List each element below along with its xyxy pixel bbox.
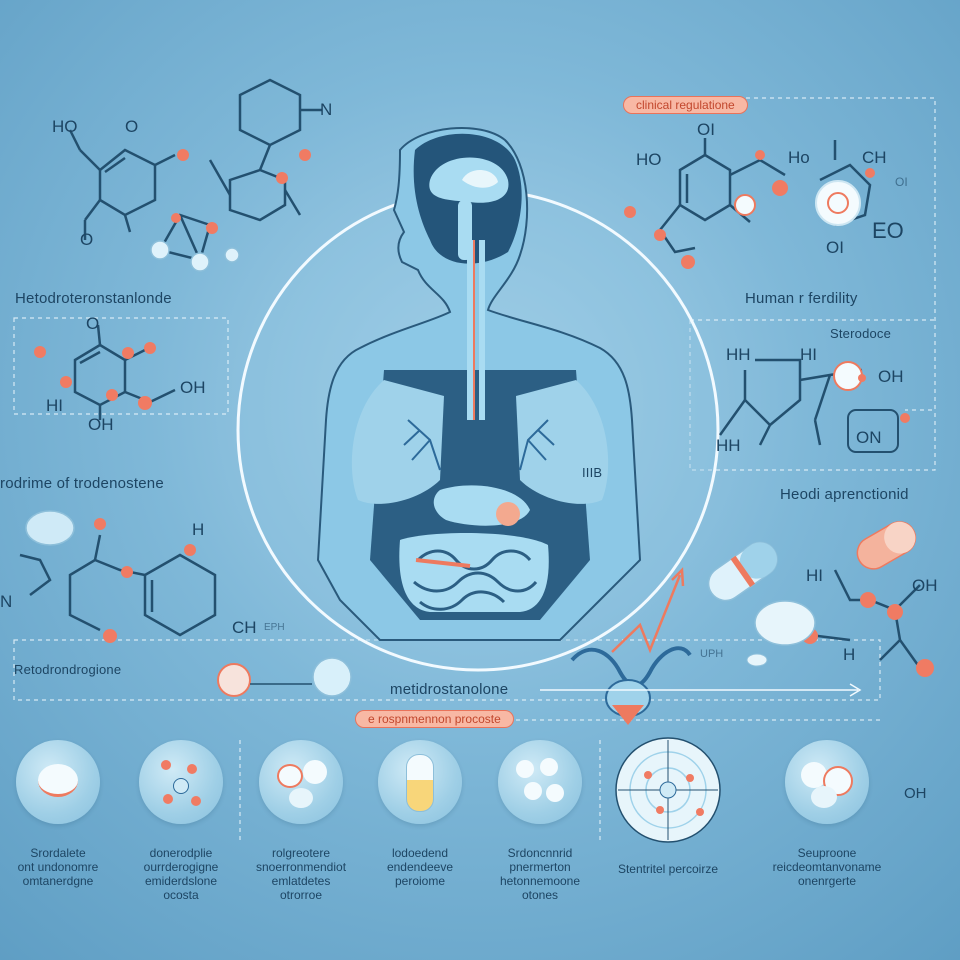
right-heading-steroid: Sterodoce (830, 326, 892, 341)
bottom-text-line: ont undonomre (17, 860, 99, 874)
atom-label: OH (912, 576, 938, 595)
bottom-text-line: lodoedend (391, 846, 449, 860)
atom-label: UPH (700, 648, 724, 660)
atom-label: O (125, 117, 139, 136)
bottom-item-7: Seuproone reicdeomtanvoname onenrgerte (772, 740, 882, 888)
left-mid-heading: rodrime of trodenostene (0, 475, 164, 492)
bottom-item-5: Srdoncnnrid pnermerton hetonnemoone oton… (485, 740, 595, 902)
process-badge: e rospnmennon procoste (355, 710, 514, 728)
atom-label: N (320, 100, 333, 119)
atom-label: HI (806, 566, 823, 585)
bottom-text-line: ourrderogigne (143, 860, 219, 874)
bottom-text-line: hetonnemoone (499, 874, 581, 888)
atom-label: OH (904, 785, 927, 802)
bottom-icon-5 (498, 740, 582, 824)
bottom-text-line: otrorroe (279, 888, 323, 902)
atom-label: HH (716, 436, 741, 455)
bottom-text-line: Srordalete (30, 846, 86, 860)
atom-label: EO (872, 218, 904, 243)
atom-label: HI (800, 345, 817, 364)
center-side-note: IIIB (582, 465, 603, 480)
bottom-text-line: Seuproone (797, 846, 857, 860)
bottom-text-line: peroiome (394, 874, 446, 888)
atom-label: O (86, 314, 100, 333)
atom-label: CH (232, 618, 257, 637)
bottom-icon-3 (259, 740, 343, 824)
bottom-text-line: omtanerdgne (22, 874, 94, 888)
molecule-mid-left (73, 324, 176, 420)
top-left-heading: Hetodroteronstanlonde (15, 290, 172, 307)
receptor-figure (570, 646, 692, 725)
right-heading-fertility: Human r ferdility (745, 290, 858, 307)
left-low-heading: Retodrondrogione (14, 662, 122, 677)
atom-label: OI (895, 175, 908, 189)
atom-label: CH (862, 148, 887, 167)
bottom-text-line: reicdeomtanvoname (772, 860, 882, 874)
bottom-icon-1 (16, 740, 100, 824)
atom-label: O (80, 230, 94, 249)
bottom-text-line: ocosta (163, 888, 199, 902)
atom-label: HO (636, 150, 662, 169)
bottom-text-line: endendeeve (386, 860, 454, 874)
bottom-item-4: lodoedend endendeeve peroiome (365, 740, 475, 888)
bottom-icon-7 (785, 740, 869, 824)
atom-label: HO (52, 117, 78, 136)
bottom-text-line: snoerronmendiot (255, 860, 347, 874)
bottom-text-line: emiderdslone (144, 874, 218, 888)
atom-label: OI (826, 238, 844, 257)
clinical-badge: clinical regulatione (623, 96, 748, 114)
bottom-text-line: donerodplie (149, 846, 213, 860)
bottom-icon-4 (378, 740, 462, 824)
atom-label: N (0, 592, 13, 611)
bottom-text-line: rolgreotere (271, 846, 331, 860)
bottom-item-6: Stentritel percoirze (613, 862, 723, 876)
atom-label: OH (88, 415, 114, 434)
atom-label: OH (878, 367, 904, 386)
molecule-top-right (658, 138, 872, 254)
atom-label: H (192, 520, 205, 539)
bottom-text-line: otones (521, 888, 559, 902)
atom-label: HH (726, 345, 751, 364)
bottom-text-line: Srdoncnnrid (507, 846, 573, 860)
capsule-group (707, 521, 917, 667)
bottom-icon-2 (139, 740, 223, 824)
atom-label: HI (46, 396, 63, 415)
center-heading: metidrostanolone (390, 681, 509, 698)
bottom-item-3: rolgreotere snoerronmendiot emlatdetes o… (246, 740, 356, 902)
bottom-item-2: donerodplie ourrderogigne emiderdslone o… (126, 740, 236, 902)
right-heading-function: Heodi aprenctionid (780, 486, 909, 503)
atom-label: ON (856, 428, 882, 447)
atom-label: H (843, 645, 856, 664)
atom-label: OI (697, 120, 715, 139)
human-figure (316, 126, 642, 641)
bottom-item-1: Srordalete ont undonomre omtanerdgne (3, 740, 113, 888)
atom-label: OH (180, 378, 206, 397)
bottom-text-line: emlatdetes (271, 874, 331, 888)
atom-label: Ho (788, 148, 810, 167)
target-circle (615, 737, 721, 843)
bottom-text-line: pnermerton (509, 860, 571, 874)
atom-label: EPH (264, 622, 285, 633)
bottom-text-line: Stentritel percoirze (617, 862, 719, 876)
bottom-text-line: onenrgerte (797, 874, 857, 888)
molecule-top-left (68, 78, 322, 262)
